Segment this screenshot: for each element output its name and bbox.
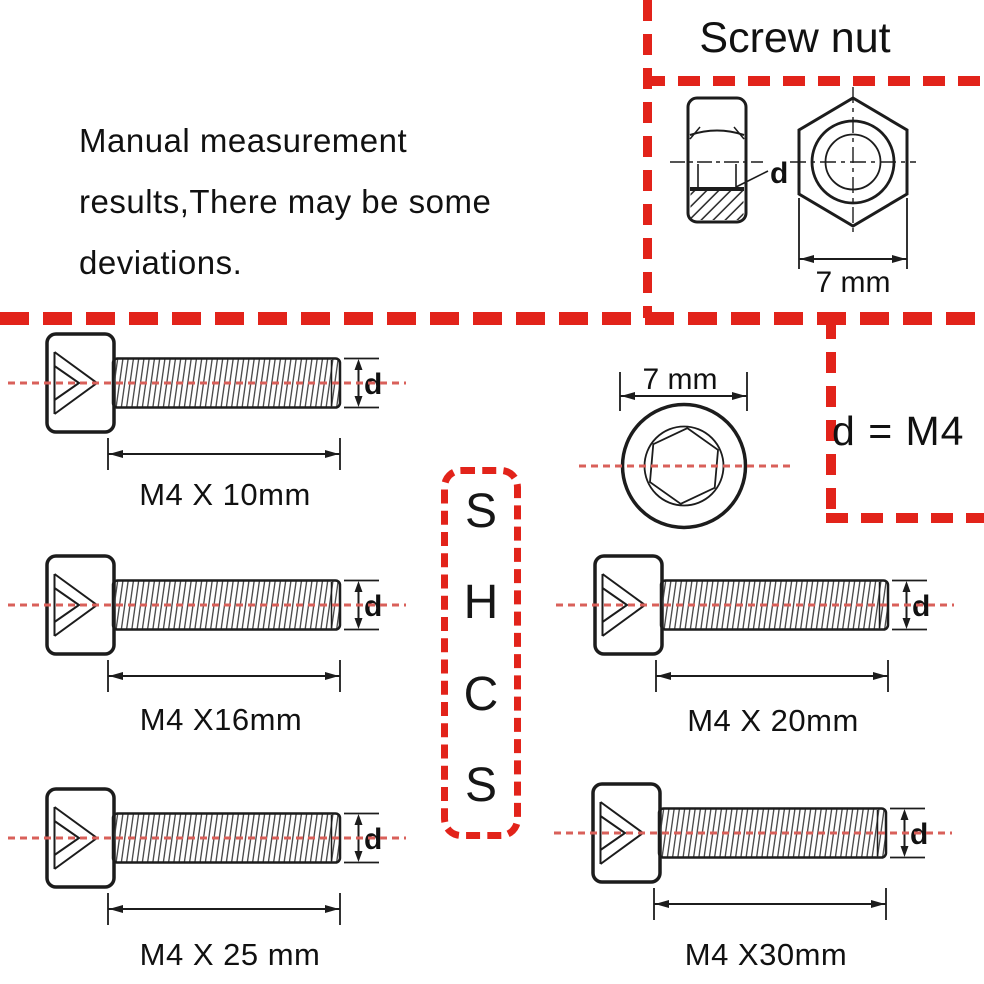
acronym-letter: C (463, 667, 499, 721)
screw-side-view: d (8, 554, 406, 692)
dashed-border-vertical-spec (826, 318, 836, 520)
nut-top-view: 7 mm (790, 87, 916, 299)
length-dimension (655, 660, 889, 692)
socket-width-dimension: 7 mm (619, 363, 748, 411)
length-dimension (653, 888, 887, 920)
screw-label: M4 X 10mm (139, 477, 311, 512)
nut-section-hatch (690, 190, 744, 220)
screw-diagram-m4x16: d (0, 540, 440, 700)
screw-label: M4 X30mm (684, 937, 848, 972)
nut-diameter-label: d (770, 157, 788, 190)
socket-dimension-label: 7 mm (643, 363, 718, 396)
screw-side-view: d (8, 332, 406, 470)
nut-section-title: Screw nut (699, 14, 891, 62)
disclaimer-line: results,There may be some (79, 183, 492, 220)
screw-diagram-m4x30: d (546, 768, 984, 928)
length-dimension (107, 660, 341, 692)
dashed-border-vertical-nut (643, 0, 652, 318)
socket-head-top-view: 7 mm (579, 363, 791, 530)
length-dimension (107, 438, 341, 470)
screw-side-view: d (8, 787, 406, 925)
screw-label: M4 X 25 mm (139, 937, 321, 972)
screw-side-view: d (556, 554, 954, 692)
acronym-letter: H (463, 576, 499, 630)
leader-line (735, 170, 769, 188)
screw-label: M4 X 20mm (687, 703, 859, 738)
screw-side-view: d (554, 782, 952, 920)
screw-label: M4 X16mm (139, 702, 303, 737)
disclaimer-line: Manual measurement (79, 122, 408, 159)
disclaimer-line: deviations. (79, 244, 243, 281)
acronym-letter: S (464, 758, 497, 812)
acronym-letter: S (464, 485, 497, 538)
shcs-acronym-box: S H C S (441, 467, 521, 839)
nut-dimension-label: 7 mm (816, 266, 891, 299)
screw-diagram-m4x20: d (548, 540, 984, 700)
length-dimension (107, 893, 341, 925)
screw-diagram-m4x25: d (0, 773, 440, 933)
screw-diagram-m4x10: d (0, 318, 440, 478)
dashed-divider-main (0, 312, 984, 325)
nut-width-dimension: 7 mm (798, 198, 908, 299)
disclaimer-text: Manual measurement results,There may be … (79, 110, 491, 293)
spec-note: d = M4 (832, 408, 965, 454)
dashed-border-bottom-spec (826, 513, 984, 523)
screw-nut-diagram: d 7 mm (670, 87, 916, 299)
dashed-border-under-nut-title (643, 76, 984, 86)
nut-side-view: d (670, 96, 788, 224)
hex-socket-outline (649, 427, 719, 505)
